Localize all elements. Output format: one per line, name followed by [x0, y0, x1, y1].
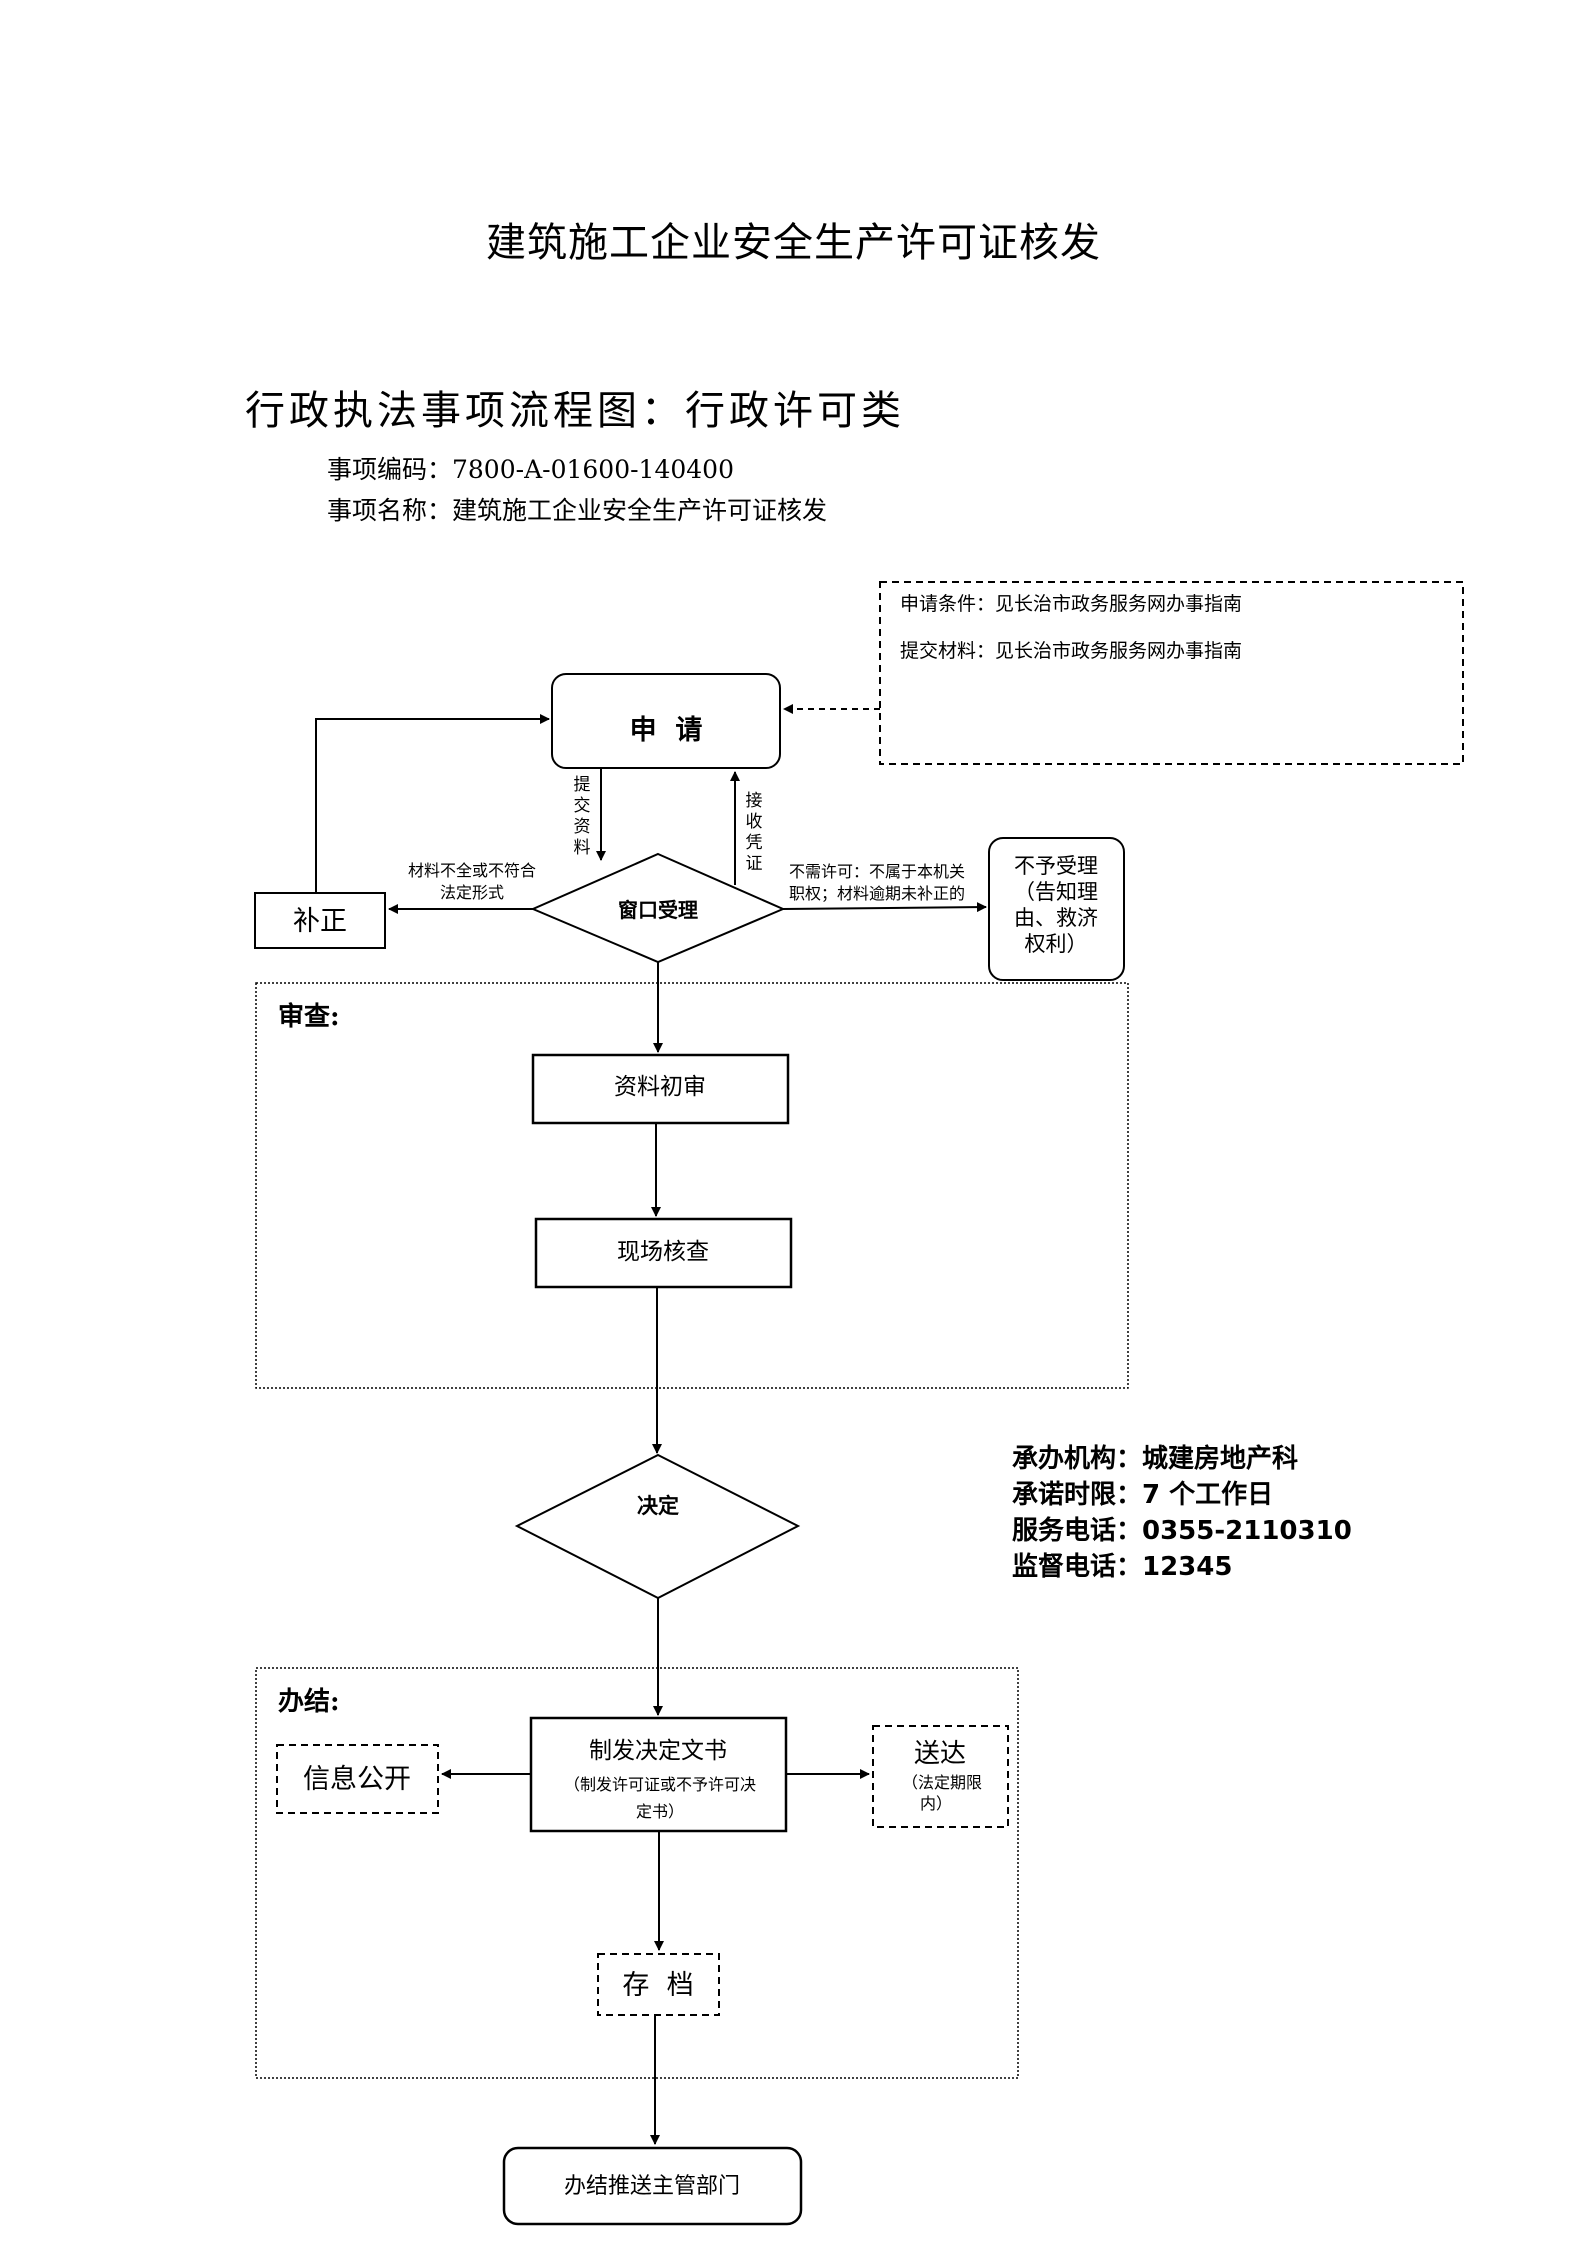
reject-cond-1: 不需许可：不属于本机关	[789, 862, 965, 881]
receipt-label-4: 证	[746, 854, 763, 874]
deliver-label: 送达	[914, 1739, 966, 1769]
apply-label: 申 请	[630, 715, 703, 746]
item-code: 事项编码：7800-A-01600-140400	[327, 455, 734, 484]
finish-section	[255, 1667, 1019, 2079]
archive-box	[597, 1953, 720, 2016]
conditions-line-2: 提交材料：见长治市政务服务网办事指南	[900, 640, 1242, 662]
info-time-limit: 承诺时限：7 个工作日	[1012, 1480, 1274, 1510]
reject-label-3: 由、救济	[1014, 906, 1098, 930]
submit-label-4: 料	[574, 838, 591, 858]
window-acceptance-label: 窗口受理	[618, 898, 698, 922]
incomplete-label-1: 材料不全或不符合	[408, 861, 536, 880]
apply-box	[551, 673, 781, 769]
reject-arrow	[782, 902, 987, 913]
reject-label-1: 不予受理	[1014, 854, 1098, 878]
submit-label-1: 提	[574, 775, 591, 795]
decision-label: 决定	[637, 1493, 679, 1518]
reject-label-2: （告知理	[1014, 880, 1098, 904]
initial-review-label: 资料初审	[614, 1074, 706, 1100]
deliver-sub-2: 内）	[920, 1794, 952, 1813]
receipt-label-3: 凭	[746, 833, 763, 853]
decision-diamond	[514, 1453, 801, 1600]
conditions-box	[879, 581, 1464, 765]
info-public-box	[276, 1744, 439, 1814]
push-box	[502, 2146, 803, 2226]
deliver-sub-1: （法定期限	[902, 1773, 982, 1792]
receipt-label-1: 接	[746, 791, 763, 811]
info-public-label: 信息公开	[303, 1764, 411, 1795]
review-section-label: 审查:	[278, 1001, 340, 1032]
deliver-box	[872, 1725, 1009, 1828]
flow-subtitle: 行政执法事项流程图：行政许可类	[245, 388, 905, 434]
info-service-phone: 服务电话：0355-2110310	[1012, 1516, 1352, 1546]
page-title: 建筑施工企业安全生产许可证核发	[486, 220, 1101, 266]
make-document-sub-1: （制发许可证或不予许可决	[564, 1775, 756, 1794]
receipt-label-2: 收	[746, 812, 763, 832]
item-name: 事项名称：建筑施工企业安全生产许可证核发	[327, 496, 828, 525]
correction-label: 补正	[293, 906, 347, 937]
submit-label-3: 资	[574, 817, 591, 837]
incomplete-label-2: 法定形式	[440, 883, 504, 902]
site-check-box	[534, 1217, 793, 1289]
push-label: 办结推送主管部门	[564, 2174, 740, 2199]
reject-box	[988, 837, 1125, 981]
reject-cond-2: 职权；材料逾期未补正的	[789, 884, 965, 903]
finish-section-label: 办结:	[278, 1687, 340, 1717]
site-check-label: 现场核查	[617, 1239, 709, 1265]
initial-review-box	[531, 1053, 790, 1125]
submit-label-2: 交	[574, 796, 591, 816]
archive-label: 存 档	[622, 1970, 693, 2001]
make-document-label: 制发决定文书	[589, 1738, 727, 1764]
reject-label-4: 权利）	[1025, 932, 1088, 956]
review-section	[255, 982, 1129, 1389]
correction-loop-arrow	[315, 714, 550, 893]
correction-box	[254, 892, 386, 949]
info-supervise-phone: 监督电话：12345	[1012, 1552, 1233, 1582]
make-document-sub-2: 定书）	[636, 1802, 684, 1821]
info-org: 承办机构：城建房地产科	[1012, 1444, 1299, 1474]
conditions-line-1: 申请条件：见长治市政务服务网办事指南	[900, 593, 1242, 615]
